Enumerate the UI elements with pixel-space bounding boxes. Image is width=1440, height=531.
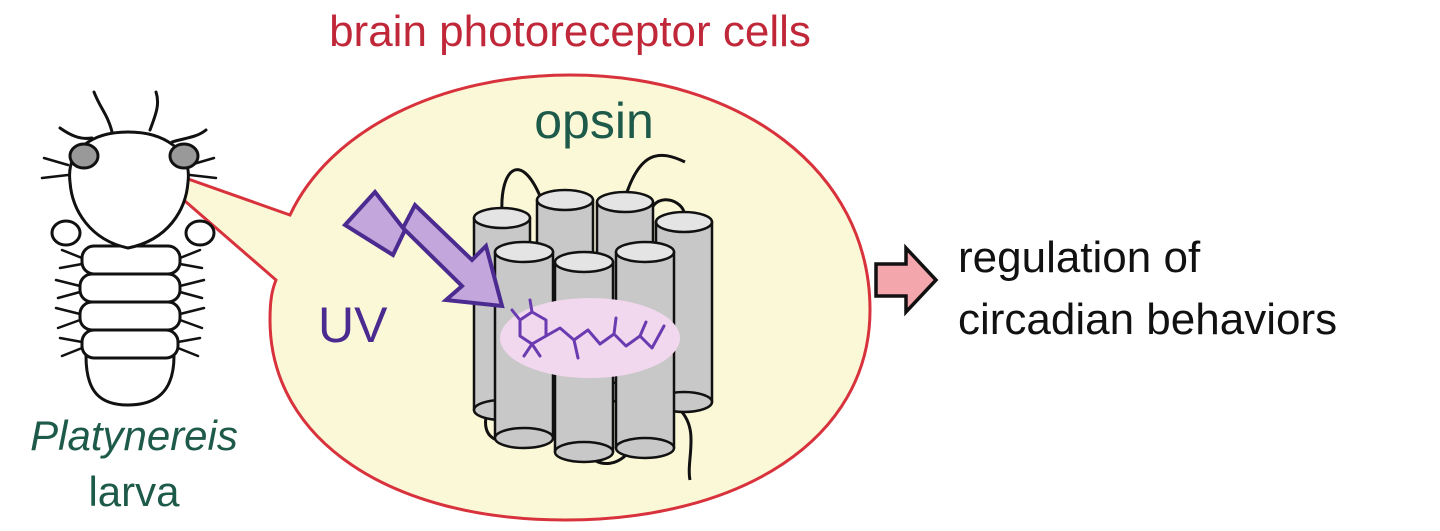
larva-stage-label: larva: [88, 468, 180, 515]
retinal-highlight: [500, 298, 680, 378]
outcome-line-2: circadian behaviors: [958, 295, 1337, 344]
right-arrow-icon: [874, 243, 939, 317]
uv-label: UV: [318, 297, 388, 353]
worm-larva-icon: [40, 90, 218, 407]
diagram-title: brain photoreceptor cells: [329, 7, 811, 56]
lightning-arrow-icon: [341, 188, 505, 309]
larva-eye-left: [68, 142, 100, 170]
species-name: Platynereis: [30, 412, 238, 459]
larva-eye-right: [168, 142, 200, 170]
outcome-line-1: regulation of: [958, 233, 1201, 282]
opsin-label: opsin: [534, 93, 654, 149]
retinal-molecule: [510, 298, 666, 360]
